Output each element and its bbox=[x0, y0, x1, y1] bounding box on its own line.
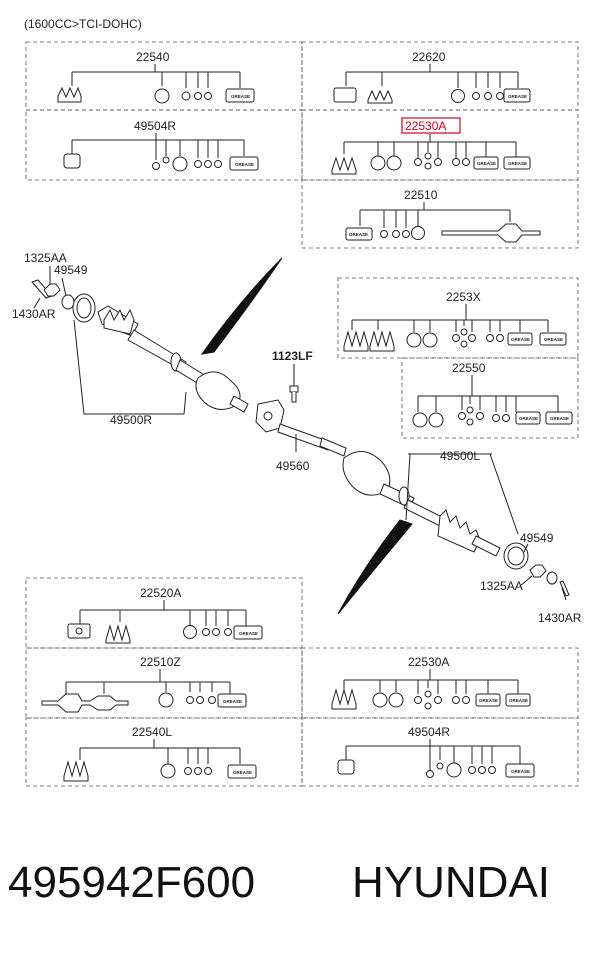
grease-text: GREASE bbox=[231, 94, 250, 99]
label-22550: 22550 bbox=[452, 361, 486, 375]
label-1325aa-right: 1325AA bbox=[480, 579, 523, 593]
grease-text: GREASE bbox=[550, 416, 569, 421]
kit-22530a-top: 22530A GREASE GREASE bbox=[331, 117, 531, 175]
label-1123lf: 1123LF bbox=[272, 349, 313, 363]
grease-text: GREASE bbox=[508, 161, 527, 166]
grease-text: GREASE bbox=[239, 631, 258, 636]
label-49560: 49560 bbox=[276, 459, 310, 473]
right-drive-shaft-assembly: 1325AA 49549 1430AR 49500R bbox=[12, 251, 283, 427]
engine-spec-header: (1600CC>TCI-DOHC) bbox=[24, 17, 142, 31]
grease-text: GREASE bbox=[233, 770, 252, 775]
label-1430ar-left: 1430AR bbox=[12, 307, 56, 321]
kit-box-22530a-bottom bbox=[301, 647, 579, 719]
grease-text: GREASE bbox=[509, 698, 528, 703]
kit-box-22530a-top bbox=[301, 109, 579, 181]
label-49500r: 49500R bbox=[110, 413, 152, 427]
label-2253x: 2253X bbox=[446, 290, 481, 304]
label-22530a-top: 22530A bbox=[405, 119, 446, 133]
label-49549-right: 49549 bbox=[520, 531, 554, 545]
kit-22540l: 22540L GREASE bbox=[63, 725, 257, 782]
kit-22540: 22540 GREASE bbox=[57, 50, 255, 104]
kit-49504r-bottom: 49504R GREASE bbox=[337, 725, 535, 778]
label-22520a: 22520A bbox=[140, 586, 181, 600]
grease-text: GREASE bbox=[223, 699, 242, 704]
kit-22510z: 22510Z GREASE bbox=[41, 655, 247, 713]
kit-box-22510 bbox=[301, 179, 579, 249]
label-49504r-top: 49504R bbox=[134, 119, 176, 133]
grease-text: GREASE bbox=[544, 337, 563, 342]
label-22620: 22620 bbox=[412, 50, 446, 64]
kit-22510: 22510 GREASE bbox=[345, 188, 541, 243]
kit-box-22620 bbox=[301, 41, 579, 111]
kit-22620: 22620 GREASE bbox=[333, 50, 531, 104]
left-drive-shaft-assembly: 49500L 49549 1325AA 1430AR bbox=[337, 449, 582, 625]
kit-22550: 22550 GREASE GREASE bbox=[412, 361, 573, 428]
label-22530a-bottom: 22530A bbox=[408, 655, 449, 669]
label-49549-left: 49549 bbox=[54, 263, 88, 277]
kit-box-22510z bbox=[25, 647, 303, 719]
kit-box-2253x bbox=[337, 277, 579, 359]
motion-arrow-lower bbox=[337, 519, 413, 615]
kit-box-22520a bbox=[25, 577, 303, 649]
label-22510: 22510 bbox=[404, 188, 438, 202]
kit-2253x: 2253X GREASE GREASE bbox=[343, 290, 567, 352]
intermediate-shaft-assembly: 1123LF 49560 bbox=[255, 349, 347, 473]
grease-text: GREASE bbox=[235, 162, 254, 167]
highlight-frame bbox=[401, 117, 461, 134]
kit-box-22550 bbox=[401, 357, 579, 439]
label-22510z: 22510Z bbox=[140, 655, 181, 669]
label-49500l: 49500L bbox=[440, 449, 480, 463]
grease-text: GREASE bbox=[511, 337, 530, 342]
grease-text: GREASE bbox=[508, 94, 527, 99]
label-22540: 22540 bbox=[136, 50, 170, 64]
label-1325aa-left: 1325AA bbox=[24, 251, 67, 265]
grease-text: GREASE bbox=[349, 232, 368, 237]
kit-22530a-bottom: 22530A GREASE GREASE bbox=[331, 655, 531, 710]
kit-49504r-top: 49504R GREASE bbox=[63, 119, 259, 172]
motion-arrow-upper bbox=[200, 257, 283, 355]
footer-part-number: 495942F600 bbox=[8, 858, 256, 907]
kit-box-49504r-bottom bbox=[301, 717, 579, 787]
label-1430ar-right: 1430AR bbox=[538, 611, 582, 625]
kit-22520a: 22520A GREASE bbox=[67, 586, 263, 644]
grease-text: GREASE bbox=[477, 161, 496, 166]
kit-box-49504r-top bbox=[25, 109, 303, 181]
grease-text: GREASE bbox=[519, 416, 538, 421]
label-22540l: 22540L bbox=[132, 725, 172, 739]
grease-text: GREASE bbox=[479, 698, 498, 703]
footer-brand: HYUNDAI bbox=[352, 858, 551, 907]
grease-text: GREASE bbox=[511, 769, 530, 774]
label-49504r-bottom: 49504R bbox=[408, 725, 450, 739]
